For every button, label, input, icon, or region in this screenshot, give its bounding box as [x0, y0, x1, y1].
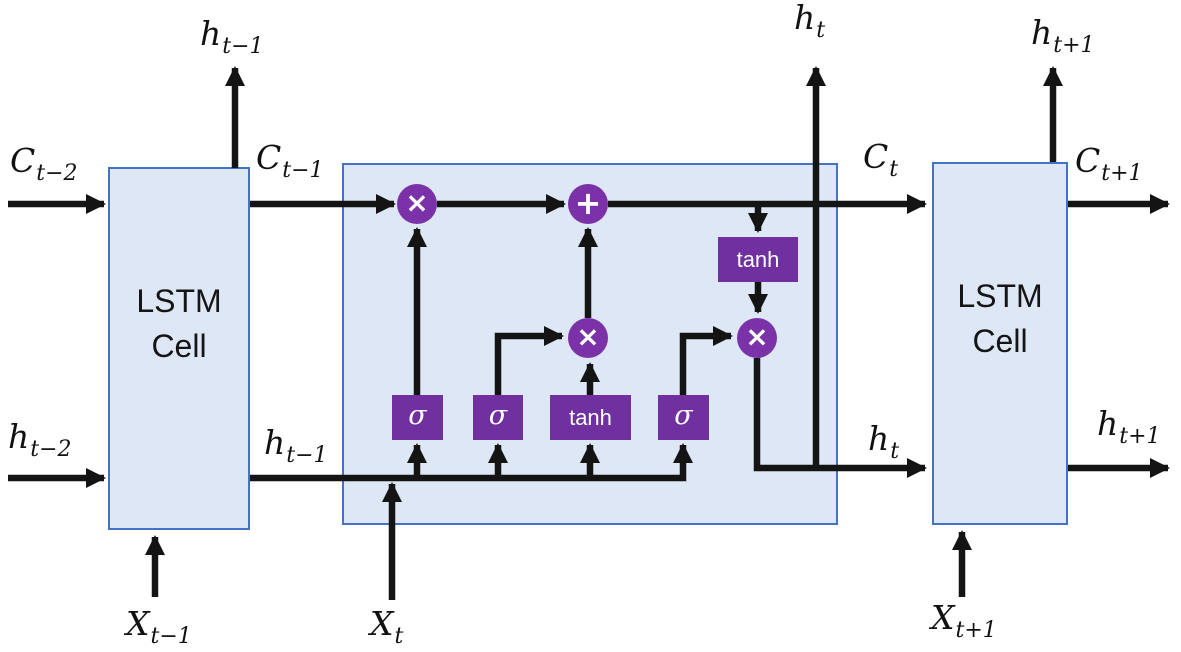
label-h-prev-mid: ht−1 [264, 423, 328, 468]
tanh-label: tanh [736, 246, 780, 272]
multiply-icon: × [576, 320, 600, 353]
candidate-gate: tanh [550, 395, 631, 440]
label-h-next-top: ht+1 [1031, 13, 1095, 58]
label-h-prev-top: ht−1 [200, 14, 264, 59]
cell-state-add-op: + [568, 184, 608, 224]
label-c-prev-mid: Ct−1 [256, 138, 324, 183]
lstm-cell-right-title: LSTM Cell [934, 274, 1066, 364]
wire-h-prev-to-output-gate [250, 443, 693, 482]
tanh-label: tanh [569, 404, 612, 430]
wire-input-gate-to-mul [494, 326, 564, 396]
label-h-t-right: ht [868, 419, 900, 464]
cell-state-tanh-node: tanh [718, 237, 798, 282]
wire-output-mul-to-right-cell [753, 358, 927, 478]
multiply-icon: × [745, 320, 769, 353]
lstm-cell-left-title: LSTM Cell [110, 279, 248, 369]
label-h-t-top: ht [794, 0, 826, 43]
sigma-label: σ [488, 400, 508, 431]
lstm-cell-left-line1: LSTM [136, 283, 222, 319]
lstm-cell-right-line1: LSTM [957, 278, 1043, 314]
label-h-next-right: ht+1 [1097, 404, 1161, 449]
label-c-next-out: Ct+1 [1075, 141, 1143, 186]
wire-output-gate-to-mul [679, 326, 733, 396]
input-gate: σ [473, 395, 523, 440]
sigma-label: σ [674, 400, 693, 431]
input-multiply-op: × [568, 318, 608, 358]
forget-gate: σ [392, 395, 443, 440]
label-c-t-out: Ct [863, 137, 899, 182]
label-h-prev2-in: ht−2 [8, 417, 72, 462]
sigma-label: σ [408, 400, 427, 431]
lstm-cell-left-line2: Cell [151, 328, 207, 364]
lstm-cell-box-left: LSTM Cell [108, 167, 250, 530]
label-x-next-in: Xt+1 [931, 598, 997, 643]
multiply-icon: × [405, 186, 429, 219]
output-gate: σ [658, 395, 709, 440]
plus-icon: + [574, 184, 602, 222]
label-x-prev-in: Xt−1 [126, 604, 192, 649]
label-x-t-in: Xt [370, 604, 404, 649]
label-c-prev2-in: Ct−2 [10, 141, 78, 186]
lstm-cell-box-right: LSTM Cell [932, 162, 1068, 525]
lstm-cell-right-line2: Cell [972, 323, 1028, 359]
forget-multiply-op: × [397, 184, 437, 224]
output-multiply-op: × [737, 318, 777, 358]
